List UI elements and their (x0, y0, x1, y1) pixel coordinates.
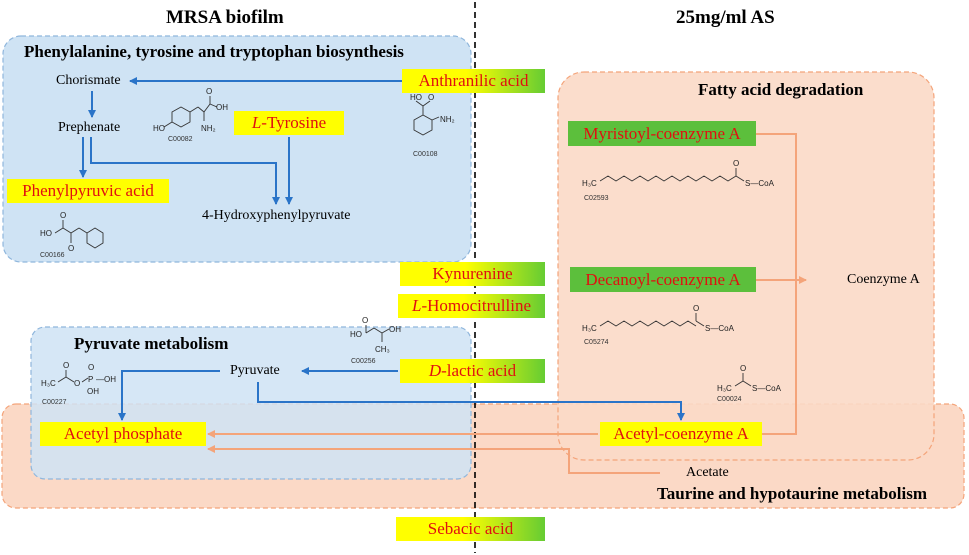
label-acetyl-coa: Acetyl-coenzyme A (600, 422, 762, 446)
svg-text:O: O (740, 364, 746, 373)
arrow-myristoyl-to-acetylcoa (756, 133, 797, 435)
svg-text:NH₂: NH₂ (440, 115, 455, 124)
section-title-phe-tyr-trp: Phenylalanine, tyrosine and tryptophan b… (24, 42, 404, 61)
metabolite-pyruvate: Pyruvate (230, 363, 280, 378)
section-title-fatty-acid: Fatty acid degradation (698, 80, 864, 99)
arrow-acetate-to-acetylphosphate (207, 445, 660, 474)
svg-text:O: O (63, 361, 69, 370)
metabolite-acetate: Acetate (686, 465, 729, 480)
svg-text:O: O (206, 87, 212, 96)
label-l-homocitrulline: L-Homocitrulline (398, 294, 545, 318)
section-title-taurine: Taurine and hypotaurine metabolism (657, 484, 927, 503)
label-l-tyrosine: L-Tyrosine (234, 111, 344, 135)
label-l-homocitrulline-rest: -Homocitrulline (421, 296, 531, 315)
region-fatty-acid (557, 71, 935, 461)
label-decanoyl-coa: Decanoyl-coenzyme A (570, 267, 756, 292)
label-phenylpyruvic-acid: Phenylpyruvic acid (7, 179, 169, 203)
blue-arrows (79, 77, 685, 421)
svg-text:NH₂: NH₂ (201, 124, 216, 133)
metabolite-chorismate: Chorismate (56, 73, 121, 88)
region-phe-tyr-trp (2, 35, 472, 263)
compound-id-acetyl-coa: C00024 (717, 396, 742, 403)
compound-id-decanoyl: C05274 (584, 339, 609, 346)
svg-text:HO: HO (410, 93, 422, 102)
metabolite-coenzyme-a: Coenzyme A (847, 272, 920, 287)
arrow-pyruvate-acetylcoa-link (257, 382, 685, 421)
anthranilate-structure: HO O NH₂ (410, 93, 455, 136)
arrow-prephenate-to-hpp (90, 137, 280, 205)
decanoyl-structure: H₃C O S—CoA (582, 304, 735, 333)
svg-text:OH: OH (389, 325, 401, 334)
compound-id-phenylpyruvate: C00166 (40, 252, 65, 259)
svg-text:O: O (733, 159, 739, 168)
svg-text:H₃C: H₃C (582, 324, 597, 333)
svg-text:H₃C: H₃C (717, 384, 732, 393)
svg-text:S—CoA: S—CoA (705, 324, 735, 333)
label-myristoyl-coa: Myristoyl-coenzyme A (568, 121, 756, 146)
lactate-structure: HO O OH CH₃ (350, 316, 401, 354)
myristoyl-structure: H₃C O S—CoA (582, 159, 775, 188)
svg-text:O: O (74, 379, 80, 388)
label-kynurenine: Kynurenine (400, 262, 545, 286)
svg-text:O: O (88, 363, 94, 372)
phenylpyruvate-structure: HO O O (40, 211, 104, 253)
compound-id-lactate: C00256 (351, 358, 376, 365)
svg-text:S—CoA: S—CoA (745, 179, 775, 188)
svg-text:O: O (693, 304, 699, 313)
svg-text:O: O (60, 211, 66, 220)
svg-text:P: P (88, 375, 93, 384)
svg-text:O: O (428, 93, 434, 102)
svg-text:OH: OH (87, 387, 99, 396)
acetylphosphate-structure: H₃C O O P O —OH OH (41, 361, 116, 396)
acetylcoa-structure: H₃C O S—CoA (717, 364, 782, 393)
compound-id-acetyl-phosphate: C00227 (42, 399, 67, 406)
label-l-homocitrulline-prefix: L (412, 296, 422, 315)
orange-arrows (207, 133, 807, 474)
label-sebacic-acid: Sebacic acid (396, 517, 545, 541)
label-d-lactic-acid: D-lactic acid (400, 359, 545, 383)
label-d-lactic-rest: -lactic acid (441, 361, 517, 380)
compound-id-anthranilate: C00108 (413, 151, 438, 158)
compound-id-tyrosine: C00082 (168, 136, 193, 143)
svg-text:HO: HO (350, 330, 362, 339)
svg-text:HO: HO (153, 124, 165, 133)
svg-text:S—CoA: S—CoA (752, 384, 782, 393)
svg-text:O: O (68, 244, 74, 253)
svg-text:O: O (362, 316, 368, 325)
svg-text:CH₃: CH₃ (375, 345, 390, 354)
tyrosine-structure: HO NH₂ O OH (153, 87, 228, 133)
arrow-pyruvate-to-acetylphosphate (118, 370, 220, 421)
svg-text:OH: OH (216, 103, 228, 112)
svg-text:—OH: —OH (96, 375, 116, 384)
label-l-tyrosine-rest: -Tyrosine (261, 113, 327, 132)
label-acetyl-phosphate: Acetyl phosphate (40, 422, 206, 446)
label-anthranilic-acid: Anthranilic acid (402, 69, 545, 93)
header-mrsa-biofilm: MRSA biofilm (166, 7, 284, 28)
svg-text:H₃C: H₃C (41, 379, 56, 388)
svg-text:HO: HO (40, 229, 52, 238)
metabolite-hydroxyphenylpyruvate: 4-Hydroxyphenylpyruvate (202, 208, 351, 223)
section-title-pyruvate: Pyruvate metabolism (74, 334, 229, 353)
label-d-lactic-prefix: D (428, 361, 442, 380)
metabolite-prephenate: Prephenate (58, 120, 121, 135)
header-25mgml-as: 25mg/ml AS (676, 7, 775, 28)
svg-text:H₃C: H₃C (582, 179, 597, 188)
compound-id-myristoyl: C02593 (584, 195, 609, 202)
label-l-tyrosine-prefix: L (251, 113, 262, 132)
